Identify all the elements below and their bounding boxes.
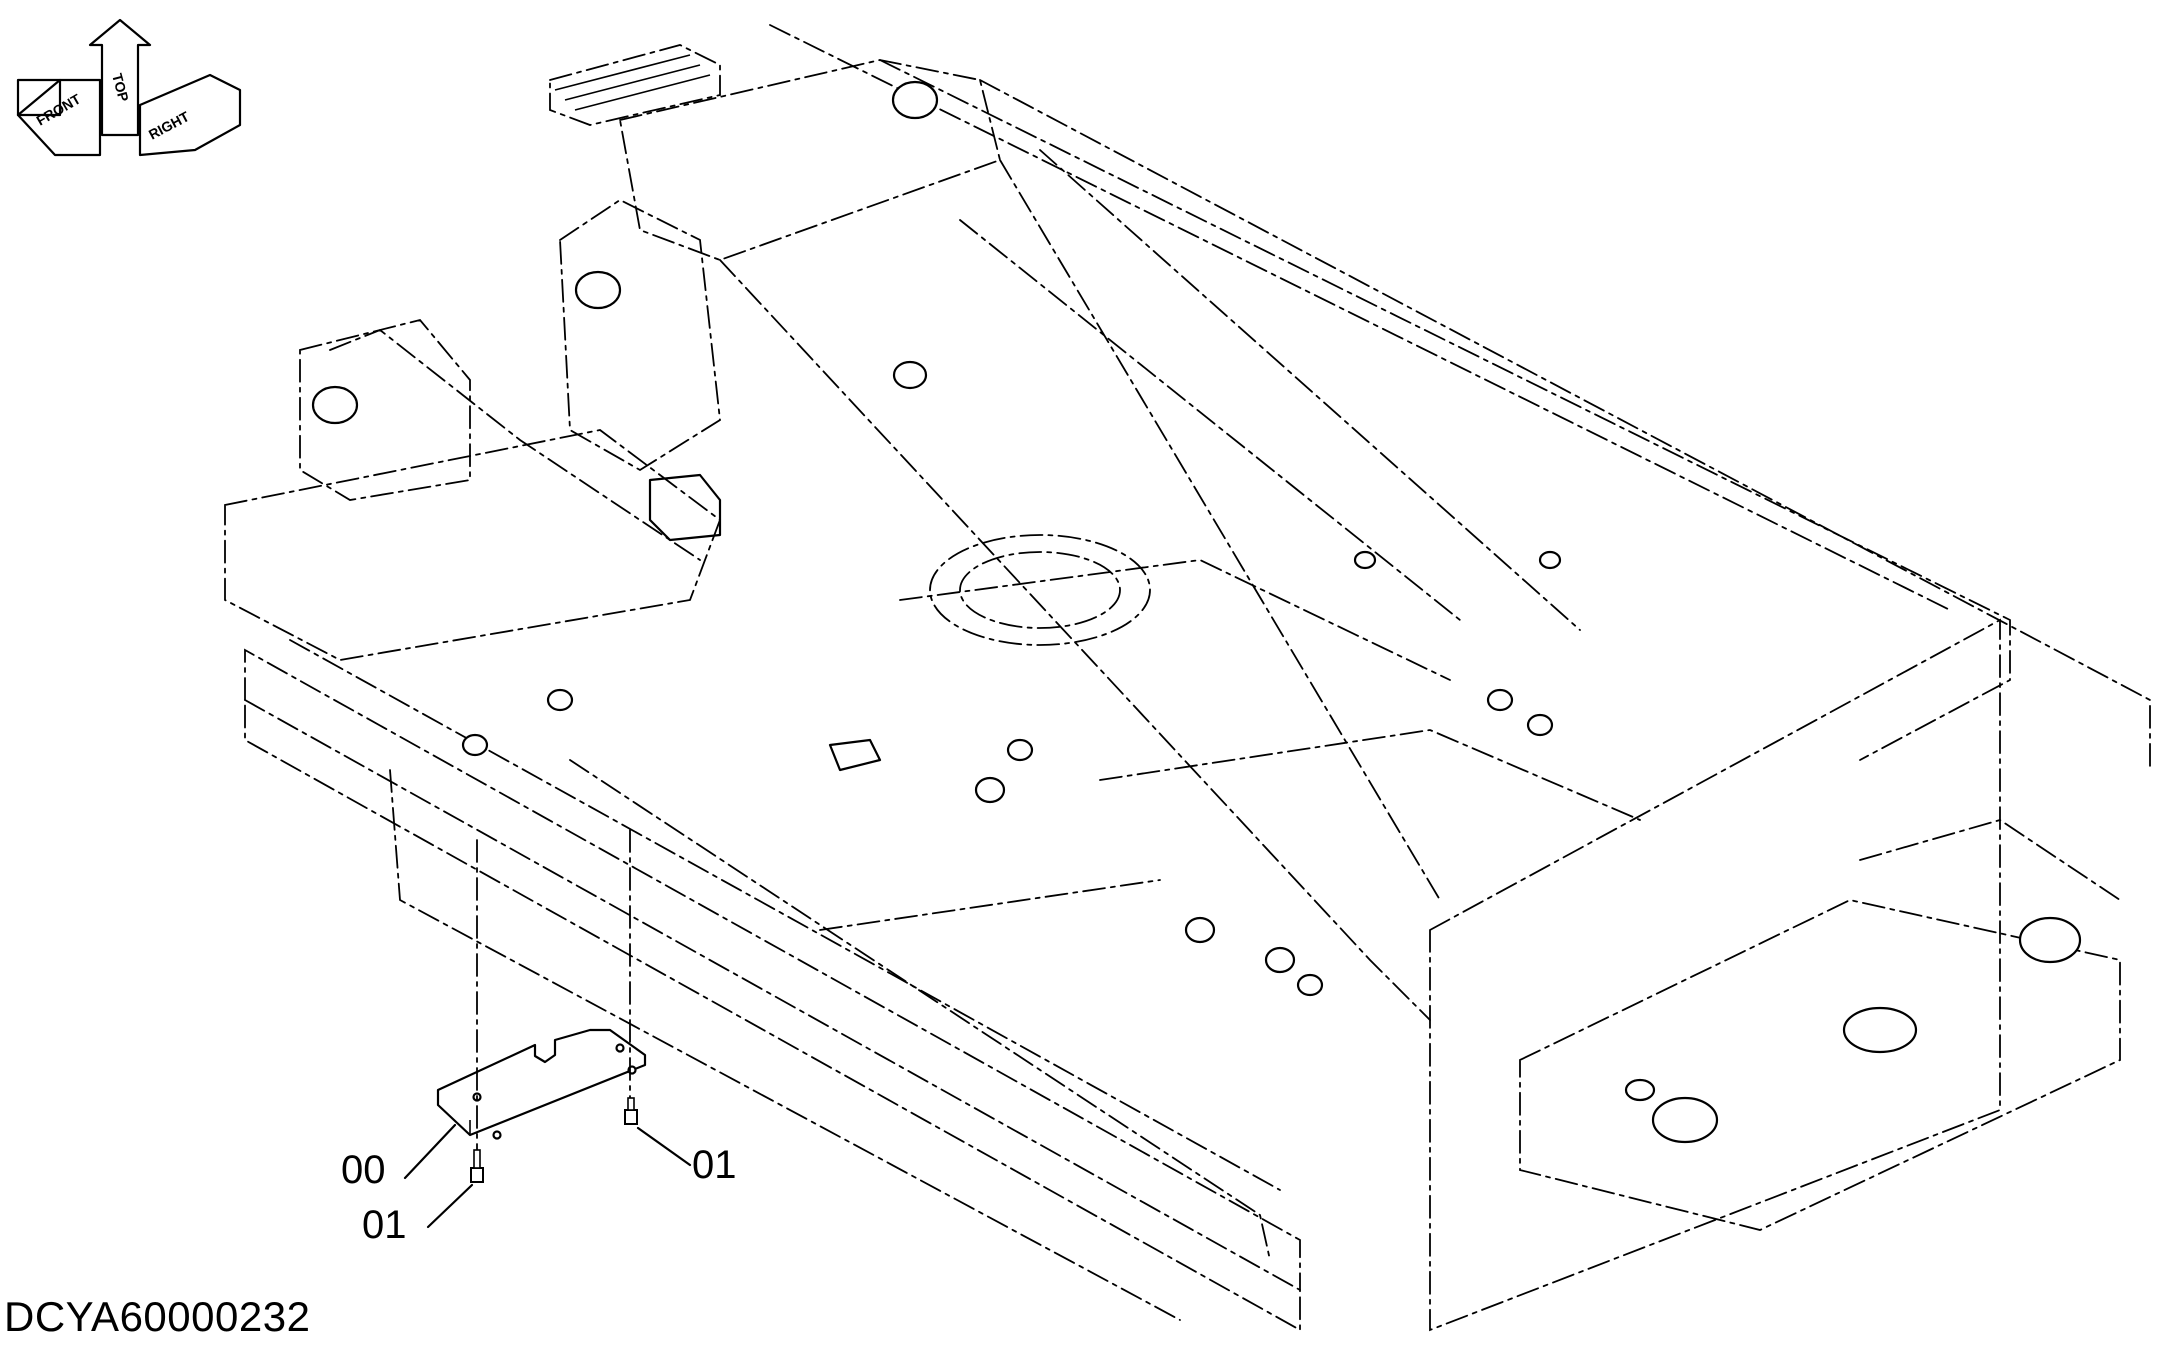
callout-bolt-right-01: 01 bbox=[692, 1143, 737, 1187]
drawing-id: DCYA60000232 bbox=[4, 1293, 311, 1340]
cover-plate bbox=[436, 1028, 647, 1140]
frame-holes bbox=[311, 80, 2082, 1144]
right-label: RIGHT bbox=[146, 108, 192, 143]
callout-leaders bbox=[403, 1123, 692, 1229]
assembly-lines bbox=[476, 829, 631, 1161]
callout-bolt-left-01: 01 bbox=[362, 1203, 407, 1247]
right-arrow-icon: RIGHT bbox=[138, 73, 242, 157]
orientation-indicator: FRONT TOP RIGHT bbox=[16, 18, 242, 157]
bolt-left-icon bbox=[470, 1149, 484, 1183]
top-label: TOP bbox=[109, 72, 132, 104]
top-arrow-icon: TOP bbox=[88, 18, 152, 137]
upper-frame-outline bbox=[224, 24, 2151, 1332]
bolt-right-icon bbox=[624, 1097, 638, 1125]
front-arrow-icon: FRONT bbox=[16, 78, 102, 157]
callout-plate-00: 00 bbox=[341, 1148, 386, 1192]
